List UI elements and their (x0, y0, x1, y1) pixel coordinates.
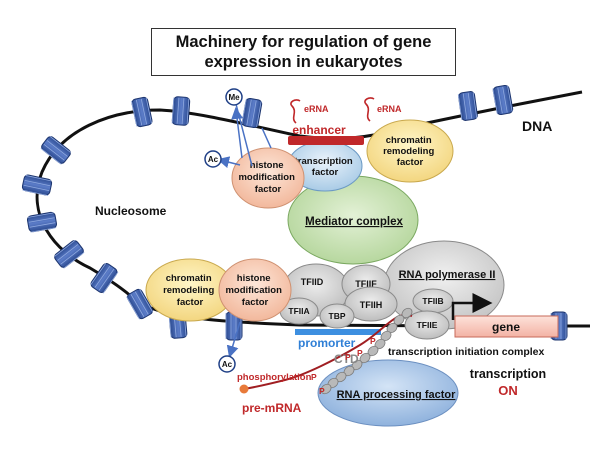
title-line-2: expression in eukaryotes (204, 53, 403, 71)
phosphorylation-label: phosphorylation (237, 372, 312, 383)
me-marker (225, 88, 243, 106)
nucleosome-label: Nucleosome (95, 204, 167, 218)
tfiie-label: TFIIE (417, 320, 438, 330)
ac-bottom-marker (218, 355, 236, 373)
enhancer-bar (288, 136, 364, 145)
svg-text:transcription factor: transcription factor (295, 156, 356, 178)
histone-top-line2: modification (238, 172, 295, 183)
ac-top-arrow (217, 156, 241, 169)
nucleosome (126, 288, 153, 320)
p-label-3: P (345, 352, 351, 362)
chromatin-bottom-line1: chromatin (166, 273, 212, 284)
nucleosome (54, 240, 85, 269)
pre-mrna-strand (243, 313, 413, 390)
tfiif-label: TFIIF (355, 279, 377, 289)
p-label-2: P (319, 386, 325, 396)
transcription-label: transcription (470, 367, 546, 381)
ac-bottom-arrow (226, 321, 241, 358)
tfiih-label: TFIIH (360, 300, 383, 310)
rna-processing-factor (317, 359, 459, 427)
chromatin-remodeling-factor-top (366, 119, 454, 183)
me-arrow (231, 107, 244, 159)
tf-line1: transcription (295, 156, 353, 167)
initiation-complex-label: transcription initiation complex (388, 346, 545, 358)
nucleosome (225, 311, 243, 341)
rnapol-label: RNA polymerase II (399, 269, 496, 281)
on-label: ON (498, 383, 518, 398)
chromatin-bottom-line2: remodeling (163, 285, 214, 296)
ac-top-label: Ac (208, 155, 219, 164)
svg-text:histone modification f: histone modification factor (225, 273, 284, 308)
p-label-1: P (311, 372, 317, 382)
chromatin-top-line1: chromatin (386, 135, 432, 146)
histone-top-line3: factor (255, 184, 282, 195)
dna-label: DNA (522, 118, 552, 134)
svg-text:chromatin remodeling f: chromatin remodeling factor (163, 273, 217, 308)
histone-modification-factor-top (231, 147, 305, 209)
histone-link-line (261, 127, 272, 149)
tf-line2: factor (312, 167, 339, 178)
nucleosome (21, 174, 53, 196)
nucleosome (40, 136, 71, 165)
promorter-label: promorter (298, 336, 356, 350)
nucleosome (131, 96, 153, 128)
chromatin-top-line3: factor (397, 157, 424, 168)
title-line-1: Machinery for regulation of gene (175, 33, 432, 51)
svg-text:histone modification f: histone modification factor (238, 160, 297, 195)
ac-bottom-label: Ac (222, 360, 233, 369)
nucleosome (457, 91, 478, 121)
erna-right-label: eRNA (377, 104, 402, 114)
ac-top-marker (204, 150, 222, 168)
tfiia-label: TFIIA (288, 306, 309, 316)
p-label-5: P (370, 336, 376, 346)
ctd-label: CTD (334, 352, 359, 366)
histone-bottom-line2: modification (225, 285, 282, 296)
transcription-start-arrow (451, 293, 493, 320)
pre-mrna-cap (239, 384, 249, 394)
p-label-4: P (357, 348, 363, 358)
title-box: Machinery for regulation of gene express… (151, 28, 456, 76)
enhancer-label: enhancer (292, 123, 346, 137)
erna-left-squiggle (290, 99, 301, 124)
rna-processing-label: RNA processing factor (337, 389, 457, 401)
nucleosome (492, 84, 514, 116)
nucleosome (90, 263, 119, 294)
tfiih (344, 286, 398, 322)
nucleosome-group (21, 84, 568, 341)
nucleosome (26, 211, 58, 233)
nucleosome (241, 97, 263, 129)
ctd-chain (320, 307, 413, 395)
promoter-bar (295, 329, 381, 335)
gene-box (454, 315, 559, 338)
tbp-label: TBP (329, 311, 346, 321)
gene-label: gene (492, 320, 520, 334)
histone-modification-factor-bottom (218, 258, 292, 322)
erna-right-squiggle (364, 97, 375, 122)
histone-top-line1: histone (250, 160, 284, 171)
mediator-label: Mediator complex (305, 216, 403, 228)
svg-text:chromatin remodeling f: chromatin remodeling factor (383, 135, 437, 168)
tfiie (404, 310, 450, 340)
chromatin-top-line2: remodeling (383, 146, 434, 157)
chromatin-bottom-line3: factor (177, 297, 204, 308)
pre-mrna-label: pre-mRNA (242, 401, 302, 415)
me-label: Me (228, 93, 240, 102)
erna-left-label: eRNA (304, 104, 329, 114)
nucleosome (171, 96, 191, 126)
histone-bottom-line3: factor (242, 297, 269, 308)
tbp (319, 303, 355, 329)
ctd-bead (320, 383, 332, 395)
tfiib-label: TFIIB (422, 296, 443, 306)
tfiid-label: TFIID (301, 277, 324, 287)
histone-bottom-line1: histone (237, 273, 271, 284)
